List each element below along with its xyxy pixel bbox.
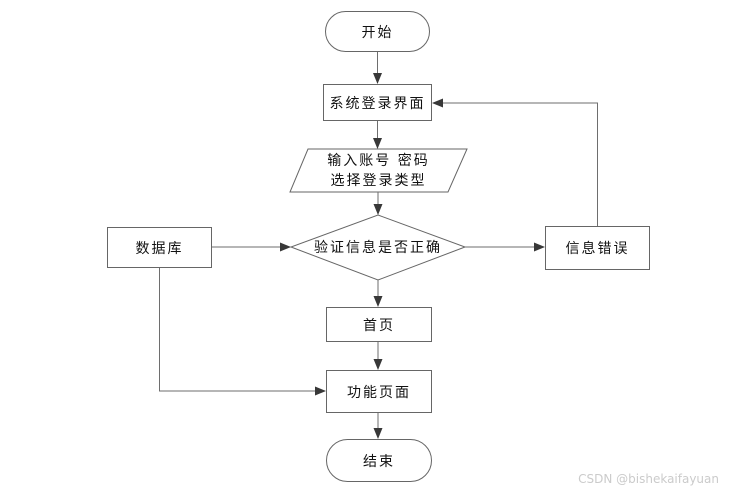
start-label: 开始	[361, 24, 394, 41]
login-screen-node: 系统登录界面	[323, 84, 432, 121]
end-label: 结束	[363, 453, 395, 470]
home-label: 首页	[363, 317, 395, 334]
function-page-label: 功能页面	[347, 384, 411, 401]
error-node: 信息错误	[545, 226, 650, 270]
end-node: 结束	[326, 439, 432, 482]
connector-database-to-function	[159, 268, 326, 396]
csdn-watermark: CSDN @bishekaifayuan	[578, 472, 719, 486]
function-page-node: 功能页面	[326, 370, 432, 413]
error-label: 信息错误	[565, 241, 630, 257]
login-screen-label: 系统登录界面	[329, 95, 426, 112]
home-node: 首页	[326, 307, 432, 342]
connector-error-to-login	[432, 98, 598, 226]
start-node: 开始	[325, 11, 430, 52]
database-node: 数据库	[107, 227, 212, 268]
verify-diamond-shape	[289, 214, 467, 281]
input-parallelogram-shape	[289, 148, 468, 193]
database-label: 数据库	[135, 240, 184, 257]
